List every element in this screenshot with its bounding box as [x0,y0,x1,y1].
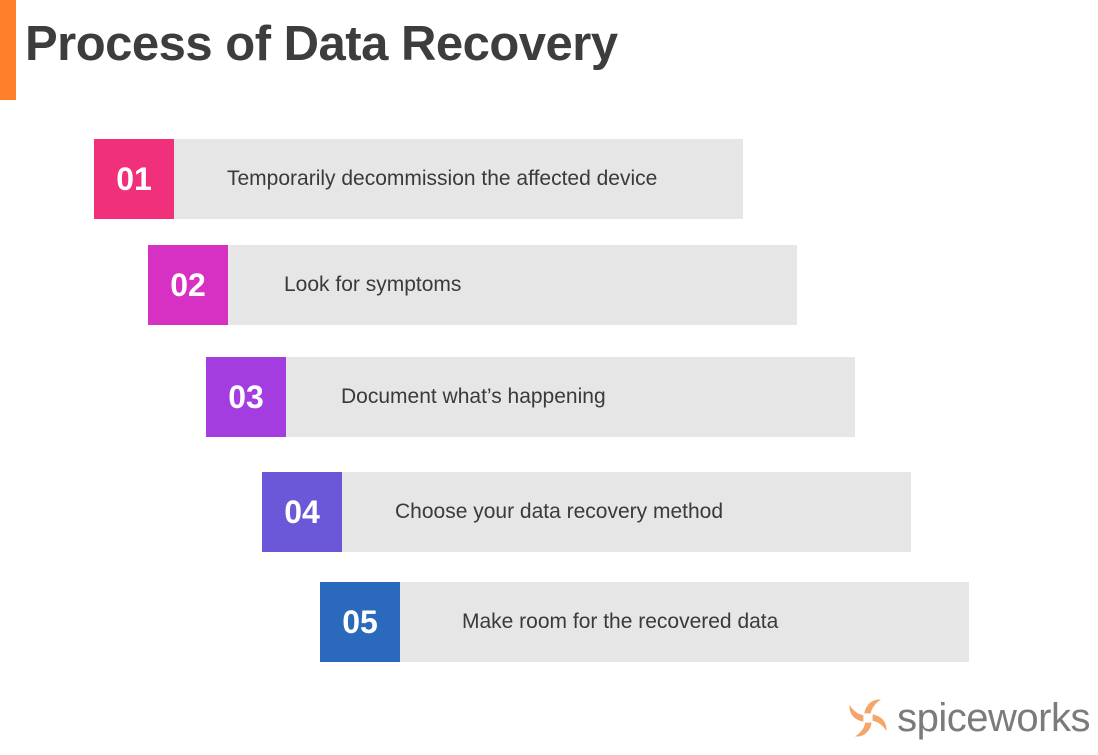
step-box: Document what’s happening [286,357,855,437]
step-label: Document what’s happening [341,385,606,408]
step-number: 02 [148,245,228,325]
step-label: Look for symptoms [284,273,462,296]
process-step-5: 05 Make room for the recovered data [320,582,969,662]
step-box: Look for symptoms [228,245,797,325]
step-number: 03 [206,357,286,437]
step-number: 04 [262,472,342,552]
process-step-3: 03 Document what’s happening [206,357,855,437]
page-title: Process of Data Recovery [25,17,618,71]
spiceworks-logo-text: spiceworks [897,696,1090,740]
step-box: Temporarily decommission the affected de… [174,139,743,219]
title-accent-bar [0,0,16,100]
step-box: Choose your data recovery method [342,472,911,552]
step-label: Make room for the recovered data [462,610,779,633]
step-box: Make room for the recovered data [400,582,969,662]
step-number: 05 [320,582,400,662]
process-step-4: 04 Choose your data recovery method [262,472,911,552]
step-number: 01 [94,139,174,219]
step-label: Choose your data recovery method [395,500,724,523]
process-step-2: 02 Look for symptoms [148,245,797,325]
spiceworks-logo: spiceworks [845,695,1090,741]
step-label: Temporarily decommission the affected de… [227,167,658,190]
spiceworks-logo-icon [849,699,887,737]
process-step-1: 01 Temporarily decommission the affected… [94,139,743,219]
